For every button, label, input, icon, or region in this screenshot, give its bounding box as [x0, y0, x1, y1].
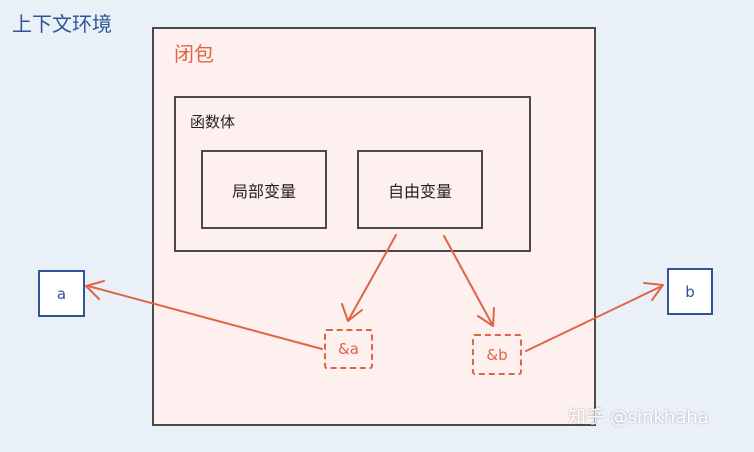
ref-a-label: &a [338, 340, 359, 358]
outer-var-a-box: a [38, 270, 85, 317]
function-body-title: 函数体 [190, 113, 236, 131]
ref-b-box: &b [472, 334, 522, 375]
local-vars-label: 局部变量 [231, 181, 296, 201]
context-title: 上下文环境 [12, 12, 112, 36]
outer-var-b-label: b [685, 282, 695, 301]
ref-a-box: &a [324, 329, 373, 369]
outer-var-a-label: a [56, 284, 67, 303]
outer-var-b-box: b [667, 268, 713, 315]
free-vars-label: 自由变量 [387, 181, 452, 201]
free-vars-box: 自由变量 [357, 150, 483, 229]
ref-b-label: &b [486, 345, 508, 364]
watermark: 知乎 @sinkhaha [568, 407, 709, 428]
closure-title: 闭包 [174, 42, 214, 66]
arrowhead-var-a [85, 280, 105, 300]
local-vars-box: 局部变量 [201, 150, 327, 229]
arrowhead-var-b [643, 282, 664, 301]
